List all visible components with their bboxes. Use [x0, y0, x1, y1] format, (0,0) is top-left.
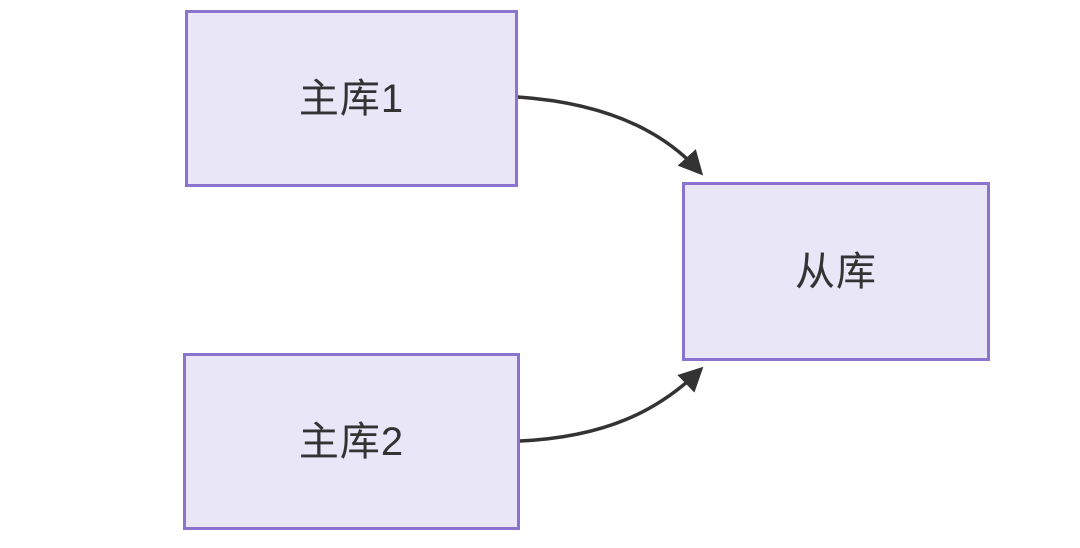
arrow-master2-to-slave — [518, 366, 704, 443]
node-master2-label: 主库2 — [298, 419, 405, 464]
node-slave: 从库 — [682, 182, 990, 361]
node-slave-label: 从库 — [795, 249, 877, 294]
node-master1: 主库1 — [185, 10, 518, 187]
arrow-master1-to-slave — [516, 95, 704, 176]
node-master1-label: 主库1 — [298, 76, 405, 121]
node-master2: 主库2 — [183, 353, 520, 530]
